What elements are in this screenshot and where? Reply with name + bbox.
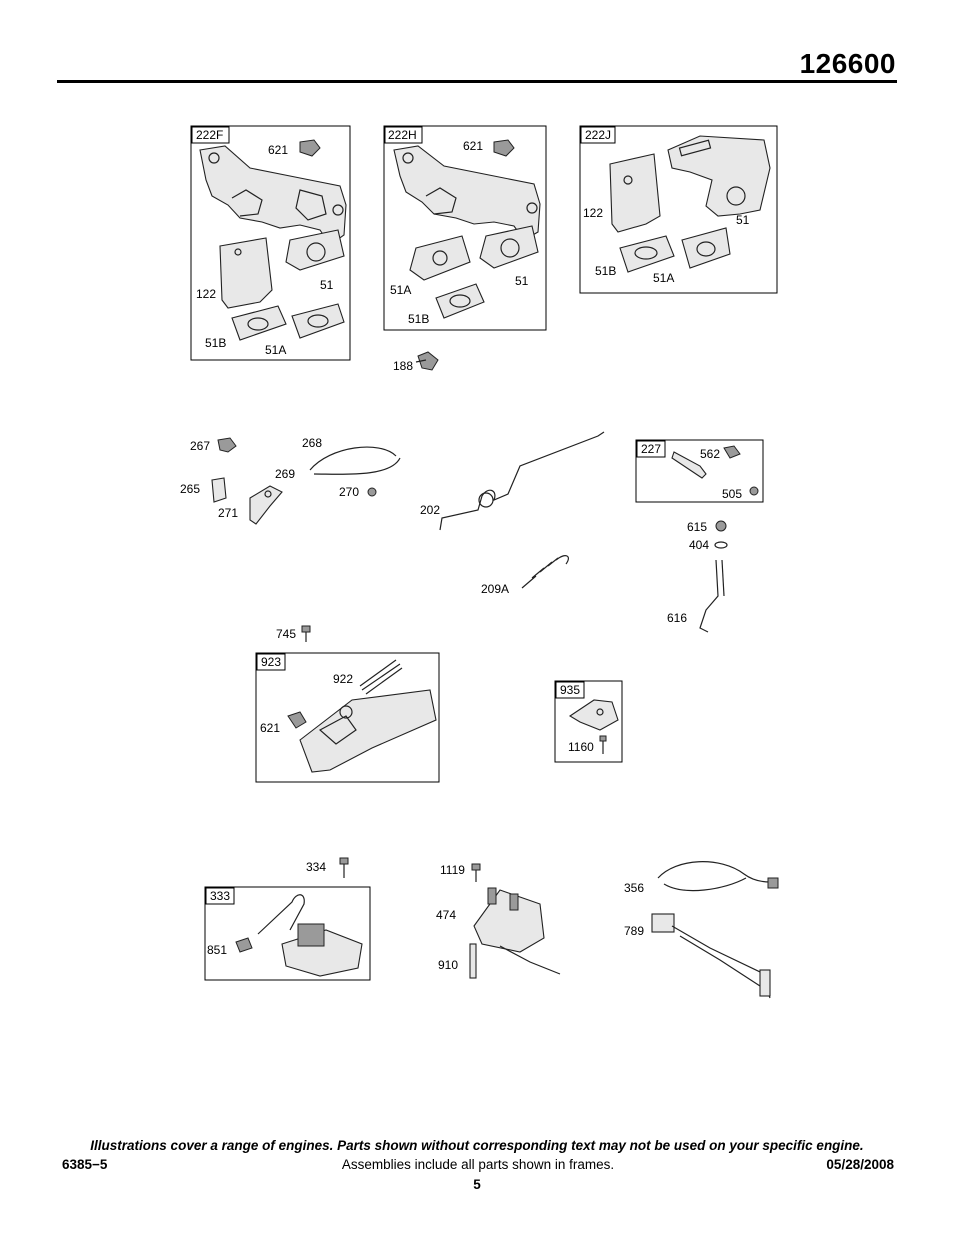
frame-tag-222H: 222H (388, 128, 417, 142)
frame-tag-935: 935 (560, 683, 580, 697)
disclaimer-note: Illustrations cover a range of engines. … (90, 1138, 864, 1153)
part-label-122: 122 (583, 206, 603, 220)
frame-227: 227 562 505 (635, 439, 764, 503)
part-label-267: 267 (190, 439, 210, 453)
part-label-51A: 51A (265, 343, 286, 357)
frame-935: 935 1160 (554, 680, 623, 763)
part-label-51B: 51B (408, 312, 429, 326)
document-number: 6385−5 (62, 1157, 108, 1172)
part-label-51: 51 (320, 278, 334, 292)
part-label-334: 334 (306, 860, 326, 874)
part-745: 745 (276, 625, 311, 642)
part-label-621: 621 (268, 143, 288, 157)
part-label-202: 202 (420, 503, 440, 517)
assemblies-note: Assemblies include all parts shown in fr… (341, 1157, 615, 1172)
frame-tag-227: 227 (641, 442, 661, 456)
part-label-268: 268 (302, 436, 322, 450)
part-label-505: 505 (722, 487, 742, 501)
part-label-51B: 51B (205, 336, 226, 350)
part-label-51A: 51A (390, 283, 411, 297)
part-label-789: 789 (624, 924, 644, 938)
part-label-910: 910 (438, 958, 458, 972)
part-label-851: 851 (207, 943, 227, 957)
part-label-209A: 209A (481, 582, 509, 596)
part-label-562: 562 (700, 447, 720, 461)
part-label-922: 922 (333, 672, 353, 686)
part-label-404: 404 (689, 538, 709, 552)
throttle-parts-group: 267 268 269 265 270 271 (180, 436, 401, 525)
part-label-270: 270 (339, 485, 359, 499)
part-label-621: 621 (463, 139, 483, 153)
frame-923: 923 922 621 (255, 652, 440, 783)
part-label-1119: 1119 (440, 863, 465, 877)
frame-222H: 222H 621 51A 51 51B (383, 125, 547, 331)
part-label-265: 265 (180, 482, 200, 496)
page-number: 5 (473, 1177, 481, 1192)
ignition-module-group: 1119 356 474 789 910 (436, 861, 779, 999)
frame-222F: 222F 621 122 51 51B 51A (190, 125, 351, 361)
part-label-188: 188 (393, 359, 413, 373)
frame-tag-222J: 222J (585, 128, 611, 142)
header-rule (57, 80, 897, 83)
frame-333: 333 851 (204, 886, 371, 981)
part-label-51B: 51B (595, 264, 616, 278)
part-label-269: 269 (275, 467, 295, 481)
part-label-51A: 51A (653, 271, 674, 285)
part-label-474: 474 (436, 908, 456, 922)
part-202: 202 (420, 431, 605, 531)
frame-222J: 222J 122 51 51B 51A (579, 125, 778, 294)
part-label-51: 51 (736, 213, 750, 227)
frame-tag-923: 923 (261, 655, 281, 669)
part-label-1160: 1160 (568, 740, 594, 754)
footer-row: 6385−5 Assemblies include all parts show… (62, 1157, 894, 1175)
part-label-621: 621 (260, 721, 280, 735)
part-188: 188 (393, 351, 439, 373)
model-number: 126600 (799, 48, 896, 79)
part-label-616: 616 (667, 611, 687, 625)
part-label-356: 356 (624, 881, 644, 895)
part-label-122: 122 (196, 287, 216, 301)
part-334: 334 (306, 857, 349, 878)
choke-link-group: 615 404 209A 616 (481, 520, 728, 633)
part-label-615: 615 (687, 520, 707, 534)
frame-tag-222F: 222F (196, 128, 223, 142)
part-label-51: 51 (515, 274, 529, 288)
document-date: 05/28/2008 (826, 1157, 894, 1172)
frame-tag-333: 333 (210, 889, 230, 903)
part-label-745: 745 (276, 627, 296, 641)
part-label-271: 271 (218, 506, 238, 520)
